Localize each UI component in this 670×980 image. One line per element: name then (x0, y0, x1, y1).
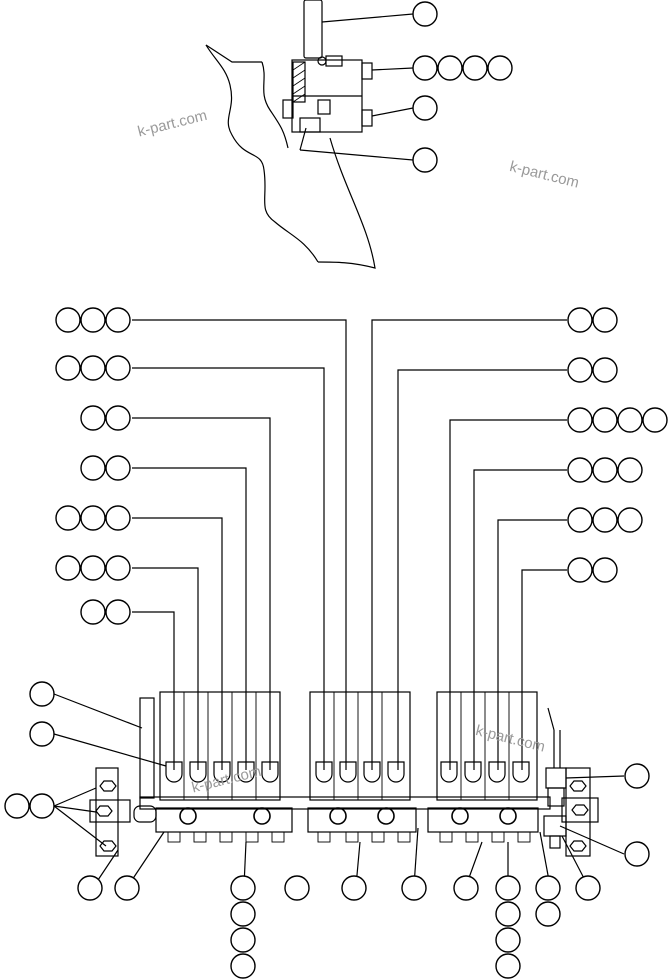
switch-body (547, 787, 565, 807)
spool-heads (165, 761, 530, 783)
check-valve (543, 815, 567, 837)
bracket-edge-right (317, 137, 376, 269)
right-bracket-hex-1 (569, 780, 587, 792)
valve-group-left (159, 691, 281, 801)
bracket-edge-left (205, 44, 262, 63)
left-bolt-hex (95, 805, 113, 817)
right-bracket (565, 767, 591, 857)
bolt-top-right (361, 62, 373, 80)
hatch-lines (292, 61, 306, 103)
left-bracket-hex-2 (99, 840, 117, 852)
left-elbow (133, 805, 157, 823)
nut-left (282, 99, 294, 119)
pilot-ports (179, 807, 517, 825)
pressure-switch (545, 767, 567, 789)
top-detail-assembly (205, 0, 376, 269)
bolt-bottom (299, 117, 321, 133)
valve-leaders (53, 319, 625, 887)
washer-bottom (317, 99, 331, 115)
hatched-spacer (292, 61, 306, 103)
fitting-body (325, 55, 343, 67)
lever-handle (303, 0, 323, 59)
valve-body-left (155, 807, 293, 833)
top-leaders (299, 13, 414, 161)
bracket-break-line-right (261, 61, 289, 149)
valve-body-middle (307, 807, 417, 833)
valve-bank-assembly (89, 691, 599, 857)
callout-bubbles (4, 1, 668, 979)
port-stubs (167, 831, 531, 843)
valve-separators (183, 692, 510, 800)
bracket-break-line-left (205, 44, 319, 263)
check-valve-nipple (549, 835, 561, 849)
switch-cable (547, 707, 561, 768)
valve-group-middle (309, 691, 411, 801)
right-bracket-hex-2 (569, 840, 587, 852)
supply-pipe (139, 697, 155, 799)
valve-body-right (427, 807, 539, 833)
left-bracket-hex-1 (99, 780, 117, 792)
right-bracket-plate (561, 797, 599, 823)
right-bolt-hex (571, 804, 589, 816)
valve-group-right (436, 691, 538, 801)
bolt-mid-right (361, 109, 373, 127)
manifold-rail (139, 796, 551, 810)
grease-fitting (317, 56, 327, 66)
